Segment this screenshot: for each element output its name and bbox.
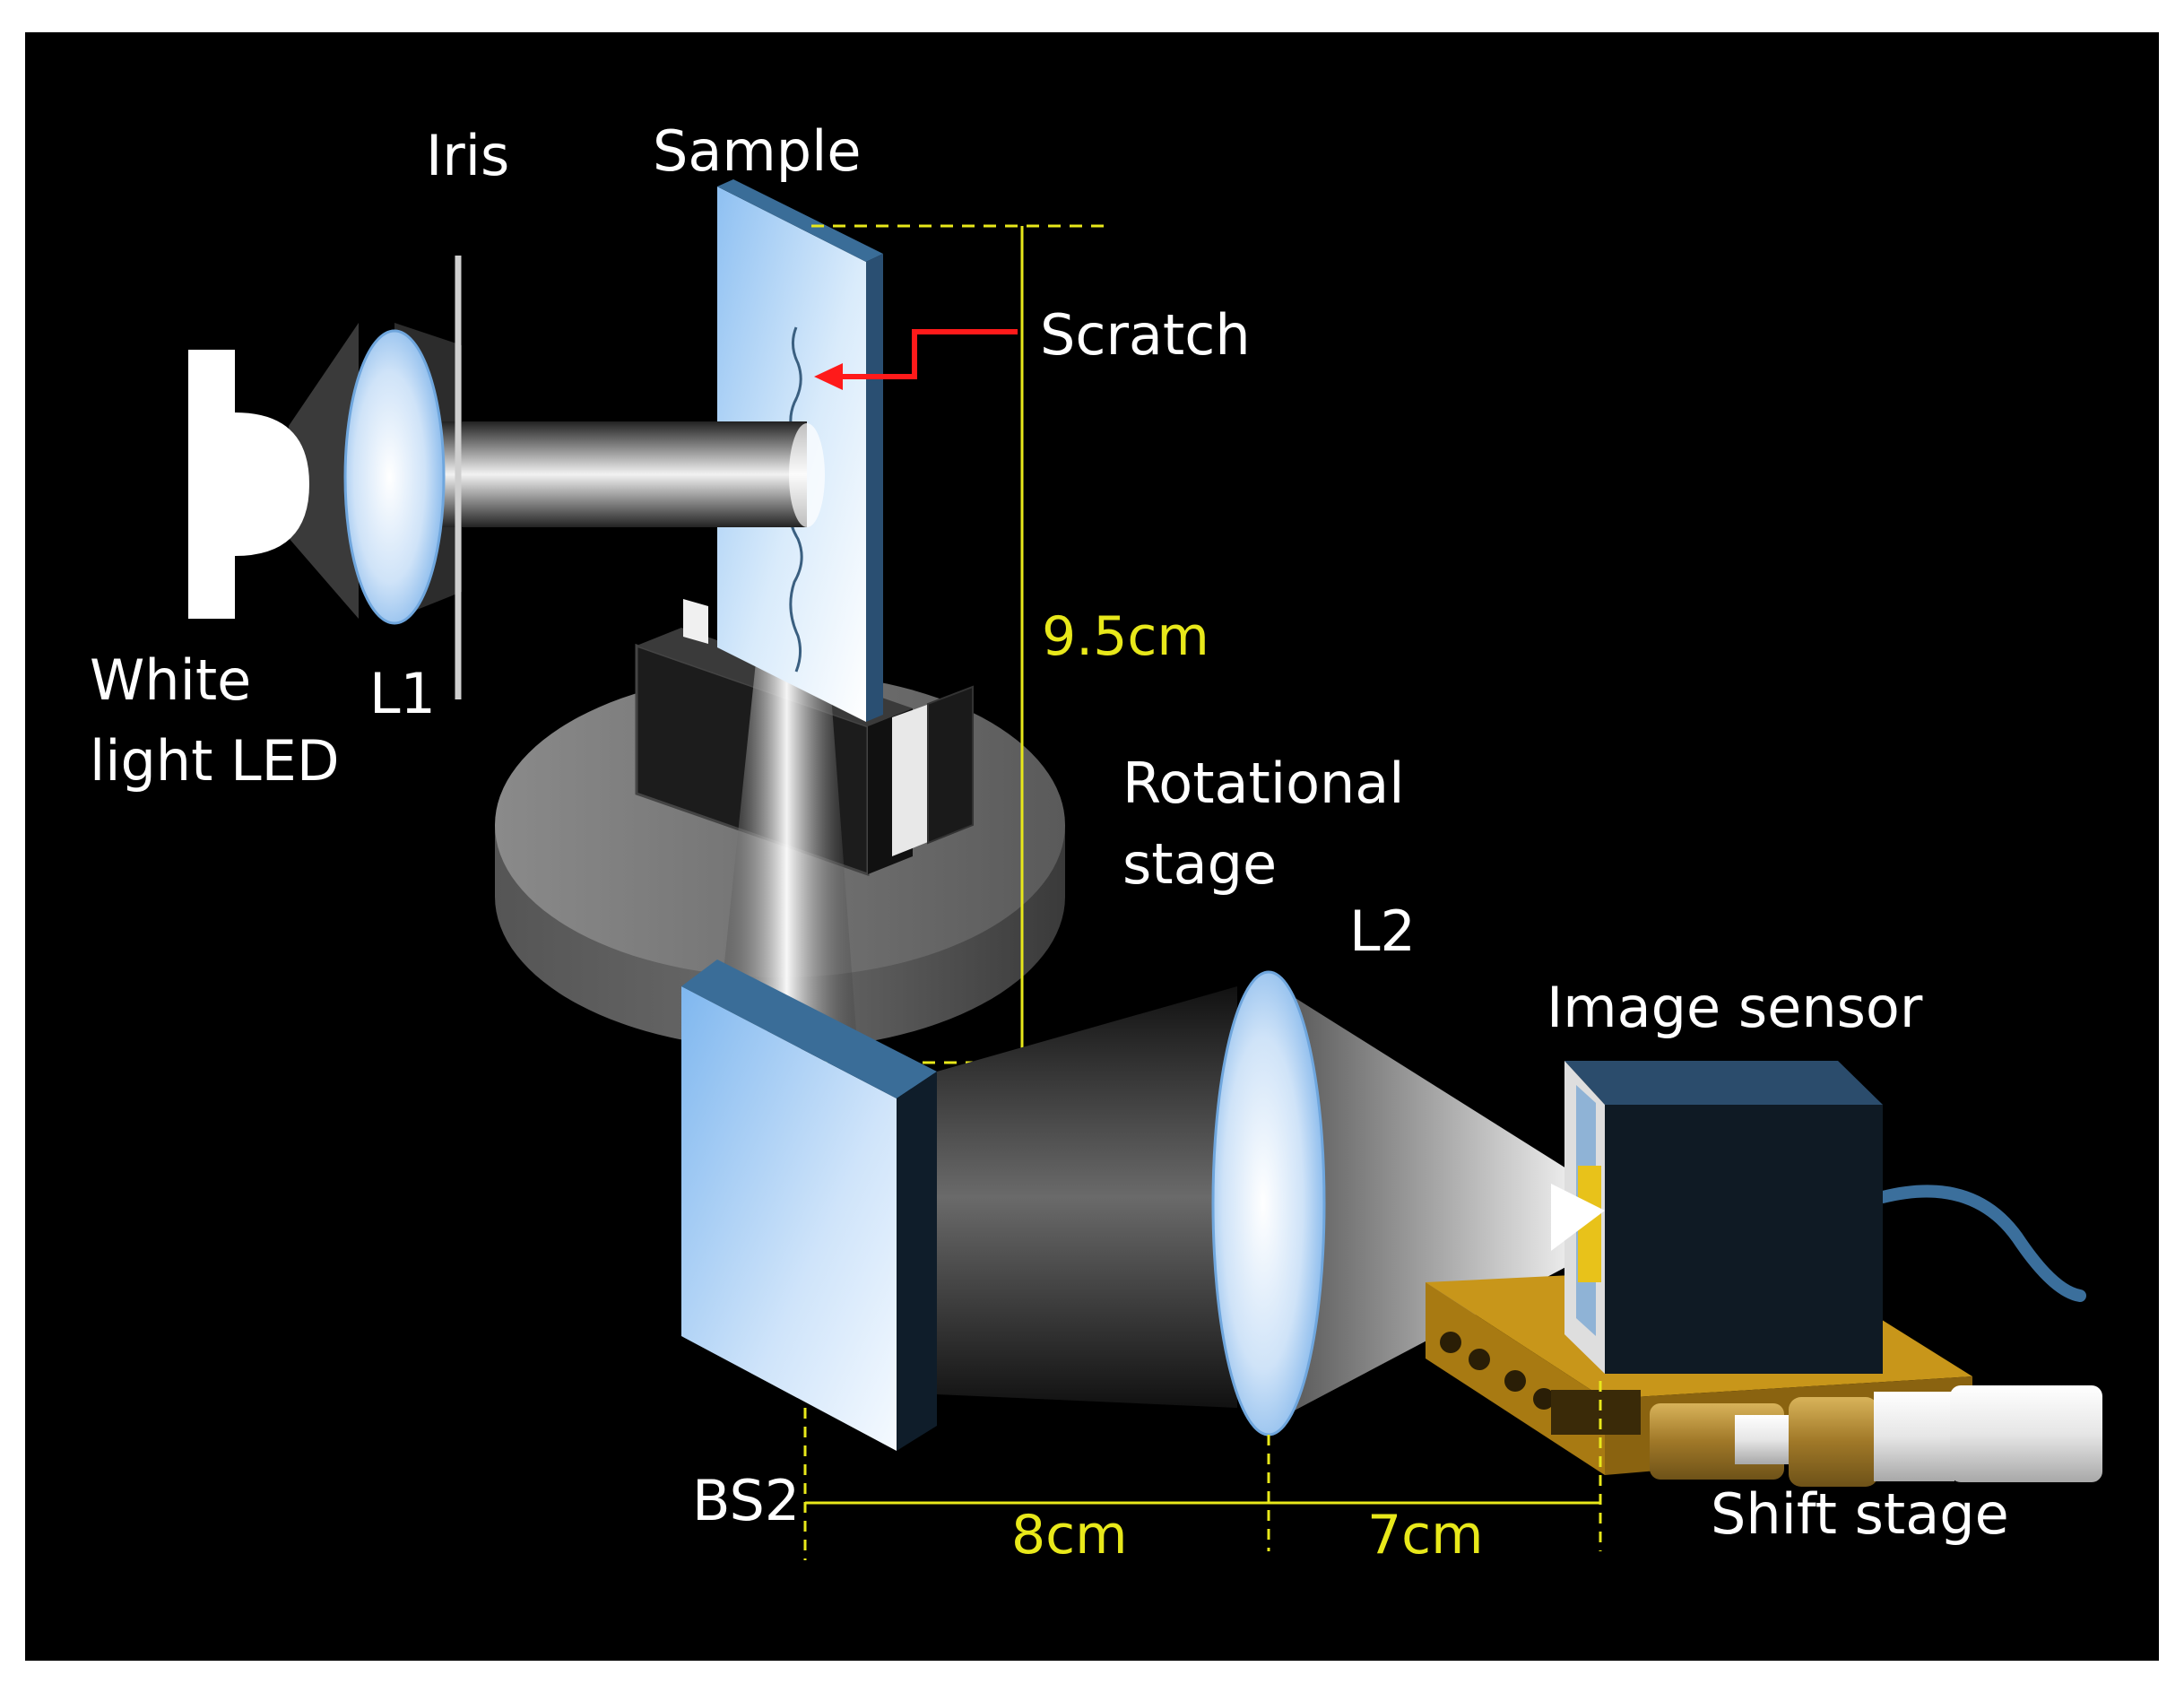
micrometer-knob	[1650, 1385, 2102, 1487]
label-rotational-stage-line1: Rotational	[1122, 751, 1405, 816]
lens-l2	[1211, 970, 1326, 1437]
label-white-light-led-line1: White	[90, 647, 251, 713]
label-rotational-stage-line2: stage	[1122, 831, 1277, 897]
beam-splitter-bs2	[681, 959, 937, 1451]
lens-l1	[343, 329, 446, 625]
sensor-cable	[1876, 1185, 2086, 1302]
label-l2-to-sensor-dimension: 7cm	[1367, 1504, 1484, 1567]
beam-bs2-to-l2	[937, 986, 1237, 1408]
label-image-sensor: Image sensor	[1547, 975, 1923, 1040]
image-sensor	[1564, 1061, 2086, 1374]
beam-led-to-l1	[289, 323, 359, 619]
label-height-dimension: 9.5cm	[1042, 605, 1209, 668]
label-sample: Sample	[653, 118, 861, 184]
white-light-led	[188, 350, 309, 619]
label-scratch: Scratch	[1040, 302, 1251, 368]
label-l1: L1	[369, 661, 436, 726]
label-bs2: BS2	[692, 1468, 800, 1533]
scratch-arrow	[814, 329, 1018, 390]
label-l2: L2	[1349, 898, 1416, 964]
bottom-dimensions	[803, 1381, 1602, 1560]
label-bs2-to-l2-dimension: 8cm	[1011, 1504, 1128, 1567]
beam-iris-to-sample	[439, 421, 807, 527]
focus-spot	[1551, 1184, 1605, 1251]
label-shift-stage: Shift stage	[1711, 1481, 2009, 1547]
beam-l2-to-sensor	[1291, 995, 1605, 1412]
label-iris: Iris	[426, 123, 509, 188]
label-white-light-led-line2: light LED	[90, 728, 340, 794]
